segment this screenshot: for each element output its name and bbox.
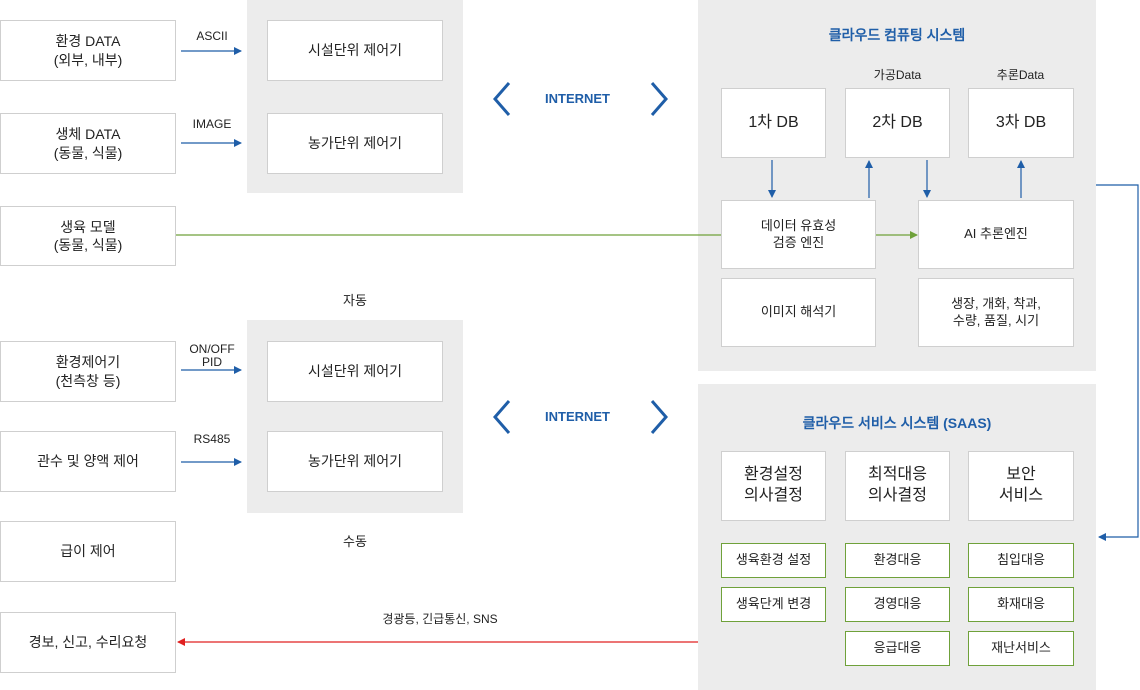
bio-data-box: 생체 DATA(동물, 식물) [0,113,176,174]
chevron-right-icon [650,400,668,434]
db3-caption: 추론Data [996,68,1045,82]
env-controller-box: 환경제어기(천측창 등) [0,341,176,402]
feeding-box: 급이 제어 [0,521,176,582]
db3-box: 3차 DB [968,88,1074,158]
db2-caption: 가공Data [873,68,922,82]
manual-label: 수동 [343,534,367,549]
alarm-box: 경보, 신고, 수리요청 [0,612,176,673]
top-facility-controller: 시설단위 제어기 [267,20,443,81]
ai-engine-box: AI 추론엔진 [918,200,1074,269]
chevron-left-icon [493,82,511,116]
chevron-left-icon [493,400,511,434]
env-response: 환경대응 [845,543,950,578]
intrusion-response: 침입대응 [968,543,1074,578]
top-farm-controller: 농가단위 제어기 [267,113,443,174]
emergency-response: 응급대응 [845,631,950,666]
db2-box: 2차 DB [845,88,950,158]
inference-outputs-box: 생장, 개화, 착과,수량, 품질, 시기 [918,278,1074,347]
growth-env-setting: 생육환경 설정 [721,543,826,578]
rs485-label: RS485 [193,432,231,446]
ascii-label: ASCII [196,29,228,43]
management-response: 경영대응 [845,587,950,622]
fire-response: 화재대응 [968,587,1074,622]
image-label: IMAGE [192,117,232,131]
env-data-box: 환경 DATA(외부, 내부) [0,20,176,81]
chevron-right-icon [650,82,668,116]
alarm-channels-label: 경광등, 긴급통신, SNS [382,612,498,626]
bottom-facility-controller: 시설단위 제어기 [267,341,443,402]
internet-label-bottom: INTERNET [545,409,610,424]
internet-label-top: INTERNET [545,91,610,106]
growth-stage-change: 생육단계 변경 [721,587,826,622]
auto-label: 자동 [343,293,367,308]
arrow-computing-to-service [1096,184,1139,541]
image-analyzer-box: 이미지 해석기 [721,278,876,347]
cloud-service-title: 클라우드 서비스 시스템 (SAAS) [802,415,992,431]
db1-box: 1차 DB [721,88,826,158]
growth-model-box: 생육 모델(동물, 식물) [0,206,176,266]
onoff-label: ON/OFF PID [189,342,235,369]
disaster-service: 재난서비스 [968,631,1074,666]
cloud-computing-title: 클라우드 컴퓨팅 시스템 [828,27,966,43]
irrigation-box: 관수 및 양액 제어 [0,431,176,492]
bottom-farm-controller: 농가단위 제어기 [267,431,443,492]
